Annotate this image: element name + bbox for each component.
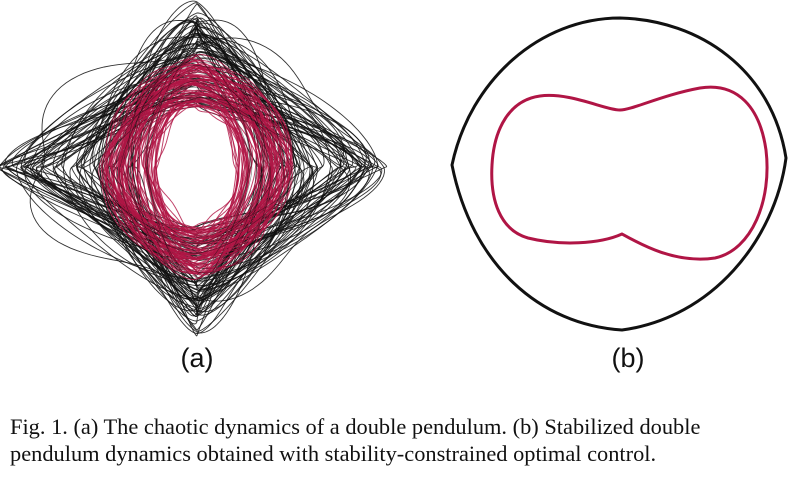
chaotic-black-inner-loop <box>146 54 253 277</box>
chaotic-black-inner-loop <box>93 97 302 244</box>
chaotic-black-inner-loop <box>146 87 250 255</box>
chaotic-red-loop <box>154 97 240 237</box>
chaotic-red-loop <box>104 79 290 255</box>
chaotic-red-loop <box>148 53 251 274</box>
chaotic-black-loop <box>0 42 361 290</box>
chaotic-black-loop <box>80 2 314 332</box>
panel-a-label: (a) <box>180 343 214 373</box>
chaotic-red-loop <box>130 105 264 229</box>
chaotic-black-inner-loop <box>130 65 264 280</box>
caption-line-1: Fig. 1. (a) The chaotic dynamics of a do… <box>10 414 701 439</box>
chaotic-red-loop <box>143 58 251 276</box>
panel-b-stabilized-dynamics-plot <box>450 16 788 332</box>
stabilized-inner-curve <box>490 85 769 261</box>
stabilized-outer-curve <box>450 16 788 332</box>
chaotic-red-loop <box>110 58 284 276</box>
caption-line-2: pendulum dynamics obtained with stabilit… <box>10 441 657 466</box>
chaotic-red-loop <box>109 79 285 255</box>
panel-b-label: (b) <box>611 343 645 373</box>
chaotic-black-loop <box>23 51 350 288</box>
chaotic-trajectory-red-curves <box>93 33 309 293</box>
figure-caption: Fig. 1. (a) The chaotic dynamics of a do… <box>10 413 800 467</box>
chaotic-black-inner-loop <box>127 62 265 283</box>
chaotic-black-inner-loop <box>96 94 309 239</box>
panel-a-chaotic-trajectories-plot <box>0 0 388 337</box>
chaotic-trajectory-black-curves <box>0 0 388 337</box>
chaotic-black-inner-loop <box>102 71 293 254</box>
chaotic-black-loop <box>4 96 367 245</box>
chaotic-red-loop <box>153 104 238 235</box>
chaotic-red-loop <box>112 65 282 269</box>
chaotic-black-inner-loop <box>145 51 251 293</box>
chaotic-black-loop <box>16 54 378 280</box>
chaotic-black-inner-loop <box>107 97 282 243</box>
chaotic-black-inner-loop <box>101 56 284 274</box>
chaotic-red-loop <box>122 64 283 264</box>
chaotic-red-loop <box>105 63 293 260</box>
chaotic-red-loop <box>142 101 248 229</box>
chaotic-black-inner-loop <box>119 33 272 290</box>
chaotic-red-loop <box>132 82 262 252</box>
